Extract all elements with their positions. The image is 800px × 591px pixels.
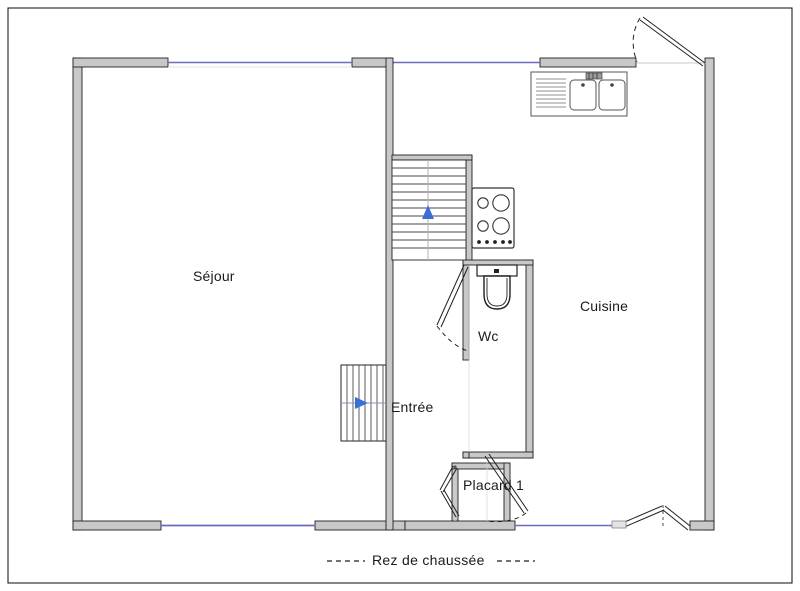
page-frame (7, 7, 793, 584)
interior-walls (385, 57, 534, 531)
stair-up-arrow (422, 205, 434, 219)
entry-door-swing (632, 16, 706, 67)
exterior-walls (72, 57, 715, 531)
construction-hairlines (168, 66, 488, 521)
main-staircase (391, 159, 467, 261)
toilet (476, 264, 518, 310)
kitchen-sink (530, 71, 628, 117)
room-label-sejour: Séjour (193, 268, 235, 284)
french-doors-swing (611, 505, 691, 531)
closet-door-swing (439, 465, 460, 518)
room-label-placard-1: Placard 1 (463, 477, 524, 493)
wc-door-swing (436, 264, 469, 352)
cooktop (471, 187, 515, 249)
entry-stair-arrow (355, 397, 368, 409)
plan-caption: Rez de chaussée (372, 552, 485, 568)
room-label-wc: Wc (478, 328, 499, 344)
kitchen-door-swing (484, 453, 529, 523)
entry-staircase (340, 364, 387, 442)
room-label-entree: Entrée (391, 399, 434, 415)
windows (161, 61, 612, 527)
room-label-cuisine: Cuisine (580, 298, 629, 314)
